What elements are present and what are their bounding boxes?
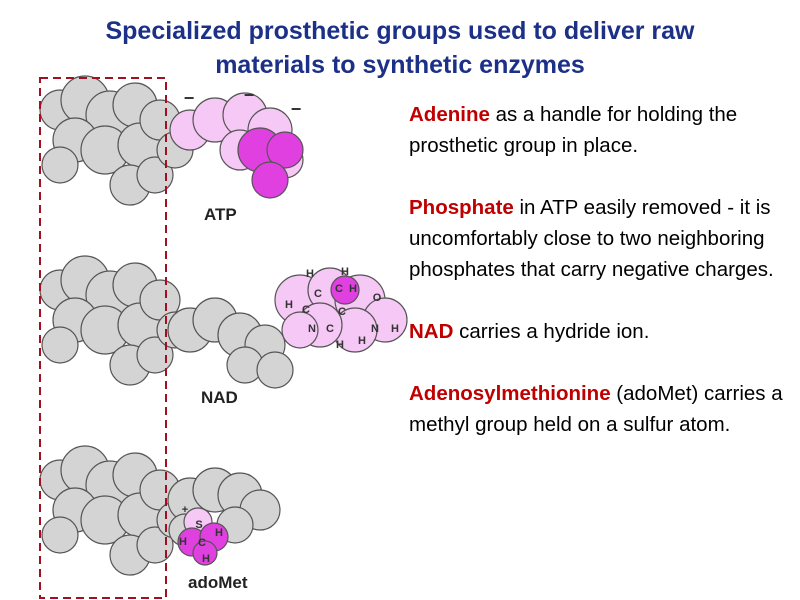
- atom: [256, 351, 294, 389]
- adomet-atom-label: H: [202, 553, 210, 565]
- nad-atom-label: N: [308, 323, 316, 335]
- nad-atom-label: C: [314, 288, 322, 300]
- nad-atom-label: N: [371, 323, 379, 335]
- nad-atom-label: C: [302, 304, 310, 316]
- nad-atom-label: C: [335, 283, 343, 295]
- nad-molecule: [39, 255, 408, 389]
- nad-atom-label: C: [338, 306, 346, 318]
- atom: [136, 526, 174, 564]
- adomet-atom-label: H: [215, 527, 223, 539]
- nad-atom-label: H: [336, 339, 344, 351]
- atp-label: ATP: [204, 205, 237, 224]
- title-line-1: Specialized prosthetic groups used to de…: [105, 17, 695, 45]
- paragraph-adenine: Adenine as a handle for holding the pros…: [409, 103, 738, 157]
- slide-title: Specialized prosthetic groups used to de…: [0, 14, 800, 82]
- paragraph-adomet: Adenosylmethionine (adoMet) carries a me…: [409, 382, 783, 436]
- negative-charge: −: [244, 85, 255, 105]
- adomet-atom-label: C: [198, 537, 206, 549]
- atom: [41, 516, 79, 554]
- adomet-atom-label: H: [179, 536, 187, 548]
- nad-atom-label: C: [326, 323, 334, 335]
- atom: [136, 336, 174, 374]
- nicotinamide-atom: [281, 311, 319, 349]
- nad-atom-label: H: [306, 268, 314, 280]
- nad-atom-label: H: [358, 335, 366, 347]
- adomet-molecule: [39, 445, 281, 576]
- atom: [136, 156, 174, 194]
- nad-atom-label: H: [349, 283, 357, 295]
- paragraph-phosphate: Phosphate in ATP easily removed - it is …: [409, 196, 774, 281]
- phosphate-atom: [266, 131, 304, 169]
- nad-atom-label: H: [341, 266, 349, 278]
- paragraph-nad: NAD carries a hydride ion.: [409, 320, 650, 343]
- hydride-atom: [330, 275, 360, 305]
- nad-label: NAD: [201, 388, 238, 407]
- methyl-atom: [192, 540, 218, 566]
- adomet-label: adoMet: [188, 573, 248, 592]
- atom: [41, 146, 79, 184]
- negative-charge: −: [291, 99, 302, 119]
- adomet-atom-label: S: [195, 519, 202, 531]
- adomet-atom-label: +: [182, 504, 188, 516]
- nad-atom-label: O: [373, 292, 382, 304]
- atp-molecule: [39, 75, 304, 206]
- adenine-highlight-box: [39, 77, 167, 599]
- nad-atom-label: H: [391, 323, 399, 335]
- nad-atom-label: H: [285, 299, 293, 311]
- title-line-2: materials to synthetic enzymes: [215, 51, 585, 79]
- explanation-text: Adenine as a handle for holding the pros…: [409, 99, 789, 471]
- phosphate-atom: [251, 161, 289, 199]
- negative-charge: −: [184, 88, 195, 108]
- atom: [41, 326, 79, 364]
